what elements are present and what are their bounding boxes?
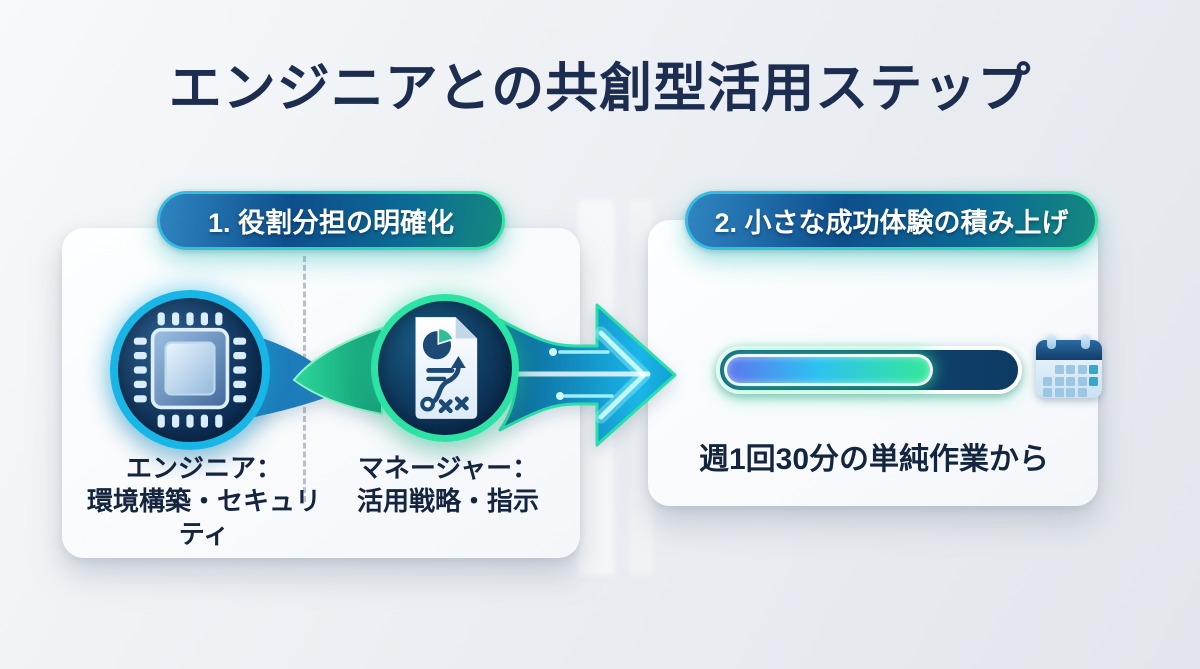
step1-label: 1. 役割分担の明確化 [207, 208, 455, 238]
manager-circle [371, 294, 519, 442]
manager-role-title: マネージャー： [357, 453, 539, 483]
step2-pill: 2. 小さな成功体験の積み上げ [685, 191, 1098, 250]
step2-label: 2. 小さな成功体験の積み上げ [714, 208, 1069, 238]
page-title: エンジニアとの共創型活用ステップ [168, 59, 1032, 118]
engineer-role-block: エンジニア： 環境構築・セキュリティ [84, 452, 324, 551]
progress-fill [724, 354, 933, 386]
engineer-role-title: エンジニア： [125, 453, 282, 483]
engineer-role-desc: 環境構築・セキュリティ [86, 486, 321, 549]
calendar-icon [1036, 334, 1102, 398]
engineer-circle [110, 290, 270, 450]
manager-role-desc: 活用戦略・指示 [356, 486, 539, 516]
progress-bar [716, 346, 1022, 394]
step1-pill: 1. 役割分担の明確化 [157, 191, 505, 250]
cpu-chip-icon [133, 312, 247, 428]
strategy-document-icon [415, 317, 478, 419]
step2-caption: 週1回30分の単純作業から [698, 443, 1050, 476]
background-light-band [578, 200, 614, 575]
manager-role-block: マネージャー： 活用戦略・指示 [328, 452, 568, 518]
